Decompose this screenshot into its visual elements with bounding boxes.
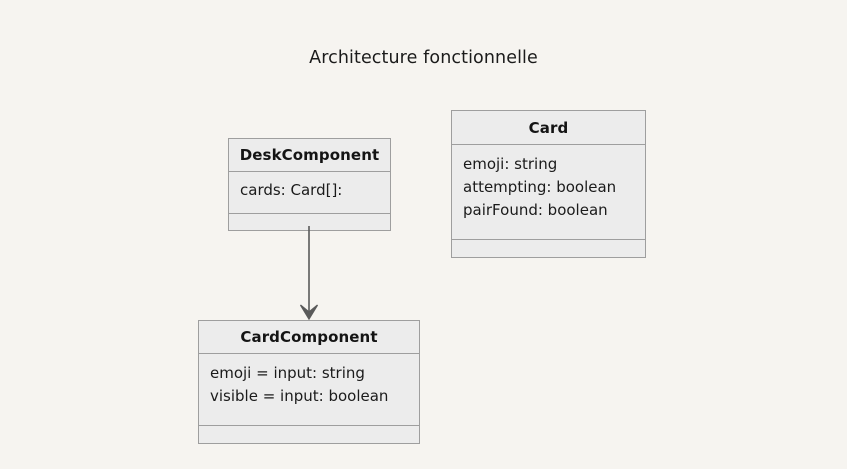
uml-attributes-deskcomponent: cards: Card[]: [229,172,390,214]
uml-attribute: emoji: string [463,155,558,173]
uml-class-name-cardcomponent: CardComponent [199,321,419,354]
uml-attribute: attempting: boolean [463,178,617,196]
uml-methods-card [452,240,645,257]
uml-methods-cardcomponent [199,426,419,443]
uml-class-name-deskcomponent: DeskComponent [229,139,390,172]
uml-attributes-card: emoji: string attempting: boolean pairFo… [452,145,645,240]
uml-attributes-cardcomponent: emoji = input: string visible = input: b… [199,354,419,426]
uml-class-card[interactable]: Card emoji: string attempting: boolean p… [451,110,646,258]
uml-class-cardcomponent[interactable]: CardComponent emoji = input: string visi… [198,320,420,444]
arrowhead-icon [299,304,319,321]
diagram-title: Architecture fonctionnelle [309,48,538,68]
connector-desk-to-cardcomponent [299,226,319,321]
uml-attribute: emoji = input: string [210,364,365,382]
uml-attribute: visible = input: boolean [210,387,389,405]
uml-class-deskcomponent[interactable]: DeskComponent cards: Card[]: [228,138,391,231]
uml-attribute: pairFound: boolean [463,201,608,219]
uml-class-name-card: Card [452,111,645,145]
uml-attribute: cards: Card[]: [240,181,343,199]
